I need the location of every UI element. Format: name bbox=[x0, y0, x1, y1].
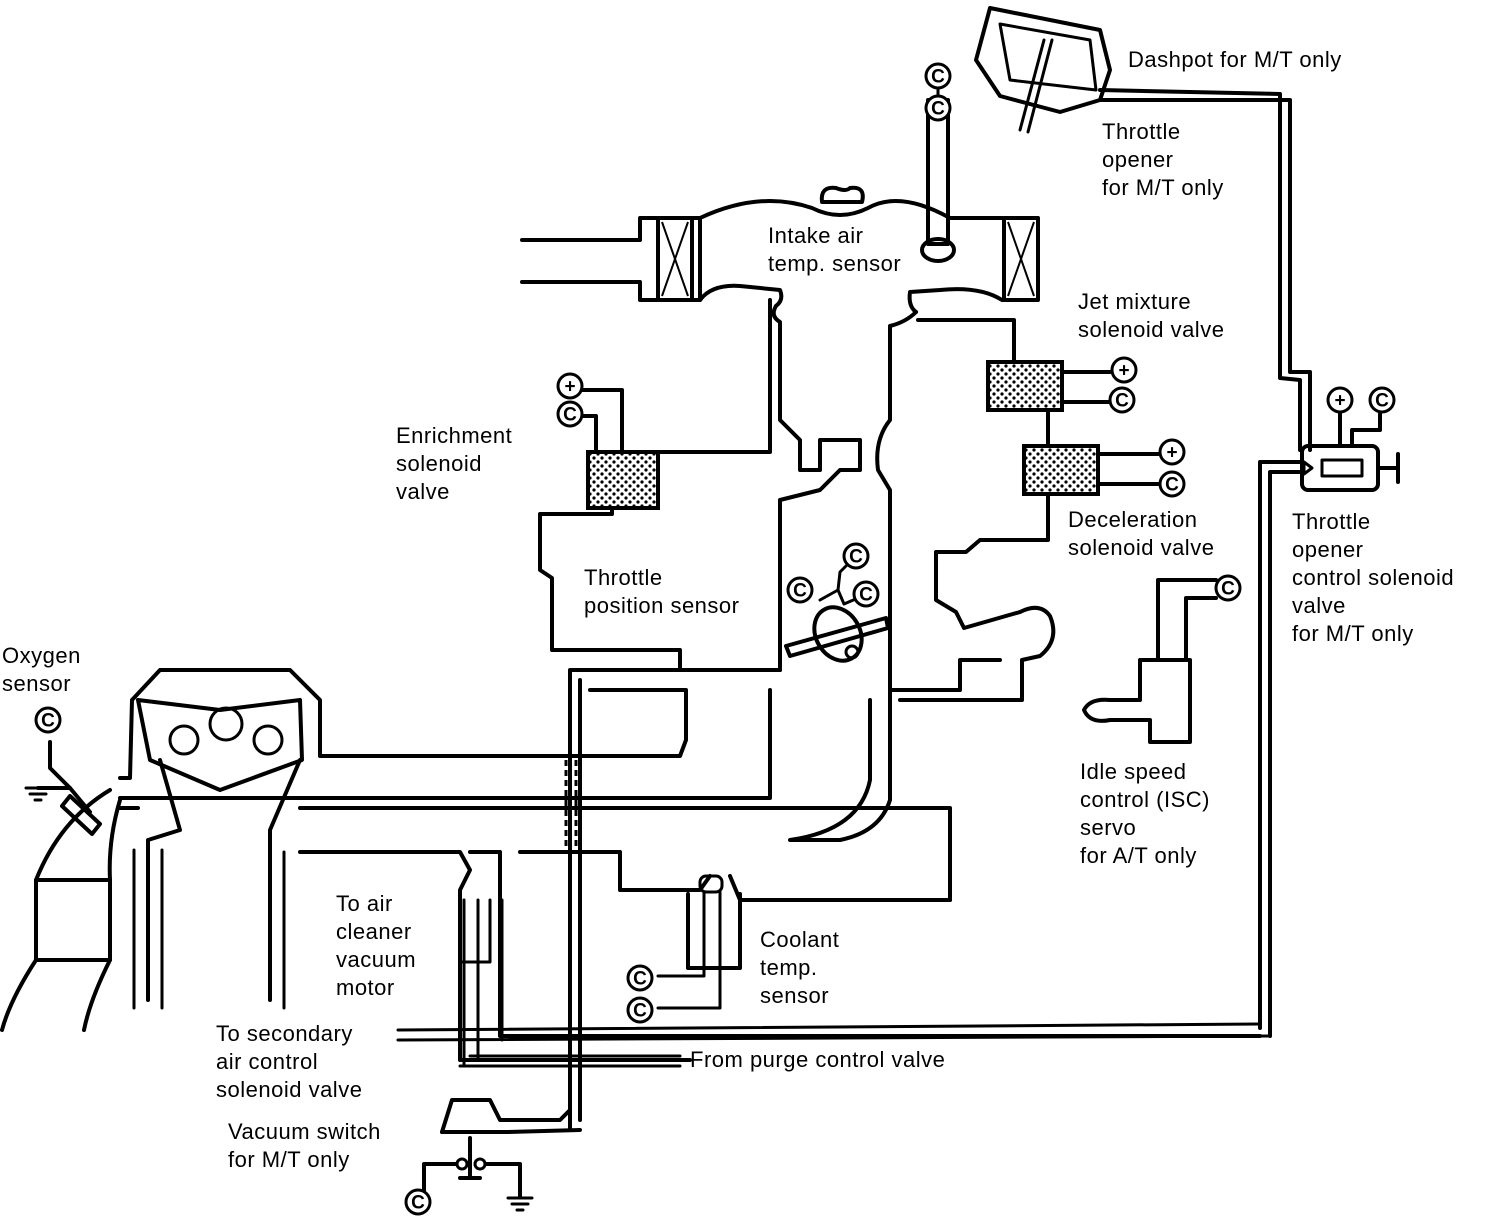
svg-text:+: + bbox=[1118, 361, 1129, 382]
intake-air-temp-sensor-label: Intake air temp. sensor bbox=[768, 223, 902, 276]
coolant-temp-sensor bbox=[656, 874, 742, 1010]
svg-text:C: C bbox=[41, 711, 55, 732]
dashpot-label: Dashpot for M/T only bbox=[1128, 47, 1342, 72]
svg-text:C: C bbox=[1221, 579, 1235, 600]
isc-servo bbox=[1082, 578, 1218, 744]
carburetor-throat bbox=[568, 304, 1002, 1132]
svg-text:C: C bbox=[1115, 391, 1129, 412]
svg-text:C: C bbox=[1375, 391, 1389, 412]
air-intake-housing bbox=[520, 198, 1040, 314]
to-secondary-air-control-solenoid-valve-label: To secondary air control solenoid valve bbox=[216, 1021, 363, 1102]
connector-terminal-icon: C bbox=[852, 580, 880, 608]
connector-terminal-icon: C bbox=[34, 706, 62, 734]
svg-text:C: C bbox=[563, 405, 577, 426]
vacuum-switch bbox=[422, 1098, 582, 1212]
exhaust-pipe bbox=[0, 788, 122, 1032]
from-purge-control-valve-label: From purge control valve bbox=[690, 1047, 946, 1072]
connector-terminal-icon: C bbox=[1214, 574, 1242, 602]
to-air-cleaner-vacuum-motor-label: To air cleaner vacuum motor bbox=[336, 891, 417, 1000]
enrichment-solenoid-valve bbox=[538, 298, 772, 672]
isc-servo-label: Idle speed control (ISC) servo for A/T o… bbox=[1080, 759, 1210, 868]
throttle-position-sensor-label: Throttle position sensor bbox=[584, 565, 740, 618]
connector-terminal-icon: C bbox=[404, 1188, 432, 1216]
svg-text:C: C bbox=[411, 1193, 425, 1214]
connector-terminal-icon: C bbox=[786, 576, 814, 604]
connector-terminal-icon: C bbox=[1158, 470, 1186, 498]
svg-text:+: + bbox=[1334, 391, 1345, 412]
vacuum-motor-tubes bbox=[458, 760, 578, 1068]
secondary-air-hoses bbox=[396, 1022, 1272, 1068]
positive-terminal-icon: + bbox=[1110, 356, 1138, 384]
jet-mixture-solenoid-valve bbox=[916, 318, 1112, 412]
throttle-opener-control-solenoid-valve-label: Throttle opener control solenoid valve f… bbox=[1292, 509, 1455, 646]
jet-mixture-solenoid-valve-label: Jet mixture solenoid valve bbox=[1078, 289, 1225, 342]
throttle-position-sensor bbox=[784, 558, 890, 663]
positive-terminal-icon: + bbox=[1158, 438, 1186, 466]
vacuum-switch-label: Vacuum switch for M/T only bbox=[228, 1119, 381, 1172]
svg-text:C: C bbox=[633, 969, 647, 990]
connector-terminal-icon: C bbox=[924, 94, 952, 122]
connector-terminal-icon: C bbox=[1108, 386, 1136, 414]
deceleration-solenoid-valve-label: Deceleration solenoid valve bbox=[1068, 507, 1215, 560]
connector-terminal-icon: C bbox=[626, 996, 654, 1024]
ground-icon bbox=[24, 786, 52, 802]
svg-text:C: C bbox=[1165, 475, 1179, 496]
oxygen-sensor-label: Oxygen sensor bbox=[2, 643, 81, 696]
connector-terminal-icon: C bbox=[1368, 386, 1396, 414]
svg-text:+: + bbox=[1166, 443, 1177, 464]
positive-terminal-icon: + bbox=[1326, 386, 1354, 414]
deceleration-solenoid-valve bbox=[898, 408, 1160, 702]
engine-head bbox=[118, 668, 1262, 1062]
connector-terminal-icon: C bbox=[842, 542, 870, 570]
svg-text:C: C bbox=[849, 547, 863, 568]
svg-text:C: C bbox=[931, 99, 945, 120]
svg-text:C: C bbox=[793, 581, 807, 602]
svg-text:C: C bbox=[859, 585, 873, 606]
svg-text:C: C bbox=[633, 1001, 647, 1022]
connector-terminal-icon: C bbox=[924, 62, 952, 90]
enrichment-solenoid-valve-label: Enrichment solenoid valve bbox=[396, 423, 513, 504]
coolant-temp-sensor-label: Coolant temp. sensor bbox=[760, 927, 840, 1008]
throttle-opener-control-solenoid-valve bbox=[1258, 412, 1400, 1038]
connector-terminal-icon: C bbox=[556, 400, 584, 428]
throttle-opener-label: Throttle opener for M/T only bbox=[1102, 119, 1224, 200]
connector-terminal-icon: C bbox=[626, 964, 654, 992]
throttle-opener-dashpot bbox=[974, 6, 1312, 452]
svg-text:C: C bbox=[931, 67, 945, 88]
positive-terminal-icon: + bbox=[556, 372, 584, 400]
svg-text:+: + bbox=[564, 377, 575, 398]
